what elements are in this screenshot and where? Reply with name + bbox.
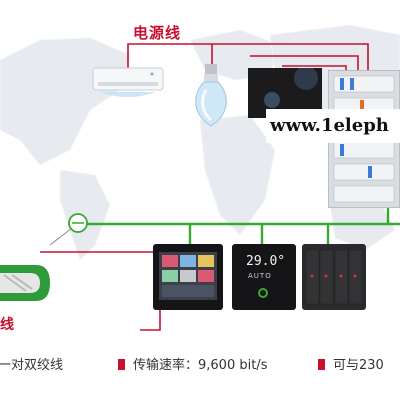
lens-pointer-line bbox=[49, 227, 73, 246]
power-icon bbox=[258, 288, 268, 298]
light-bulb-icon bbox=[195, 64, 227, 127]
legend-marker bbox=[318, 359, 325, 370]
power-line-label: 电源线 bbox=[133, 24, 182, 42]
legend-bar: 一对双绞线 传输速率：9,600 bit/s 可与230 bbox=[0, 348, 400, 378]
thermostat-temperature: 29.0° bbox=[246, 254, 286, 269]
legend-item-compat: 可与230 bbox=[318, 354, 384, 373]
legend-marker bbox=[118, 359, 125, 370]
thermostat-mode: AUTO bbox=[248, 272, 272, 280]
magnifier-icon bbox=[68, 213, 88, 233]
twisted-pair-cable-icon bbox=[0, 265, 50, 301]
power-line-main bbox=[127, 43, 369, 80]
touch-panel-color bbox=[153, 244, 223, 310]
air-conditioner-icon bbox=[92, 67, 164, 97]
legend-item-transfer-rate: 传输速率：9,600 bit/s bbox=[118, 354, 267, 373]
continent-africa bbox=[199, 114, 276, 236]
legend-item-twisted-pair: 一对双绞线 bbox=[0, 358, 64, 373]
four-gang-switch-panel bbox=[302, 244, 366, 310]
website-watermark: www.1eleph bbox=[266, 109, 400, 143]
cable-label: 线 bbox=[0, 317, 14, 333]
thermostat-panel: 29.0° AUTO bbox=[232, 244, 296, 310]
